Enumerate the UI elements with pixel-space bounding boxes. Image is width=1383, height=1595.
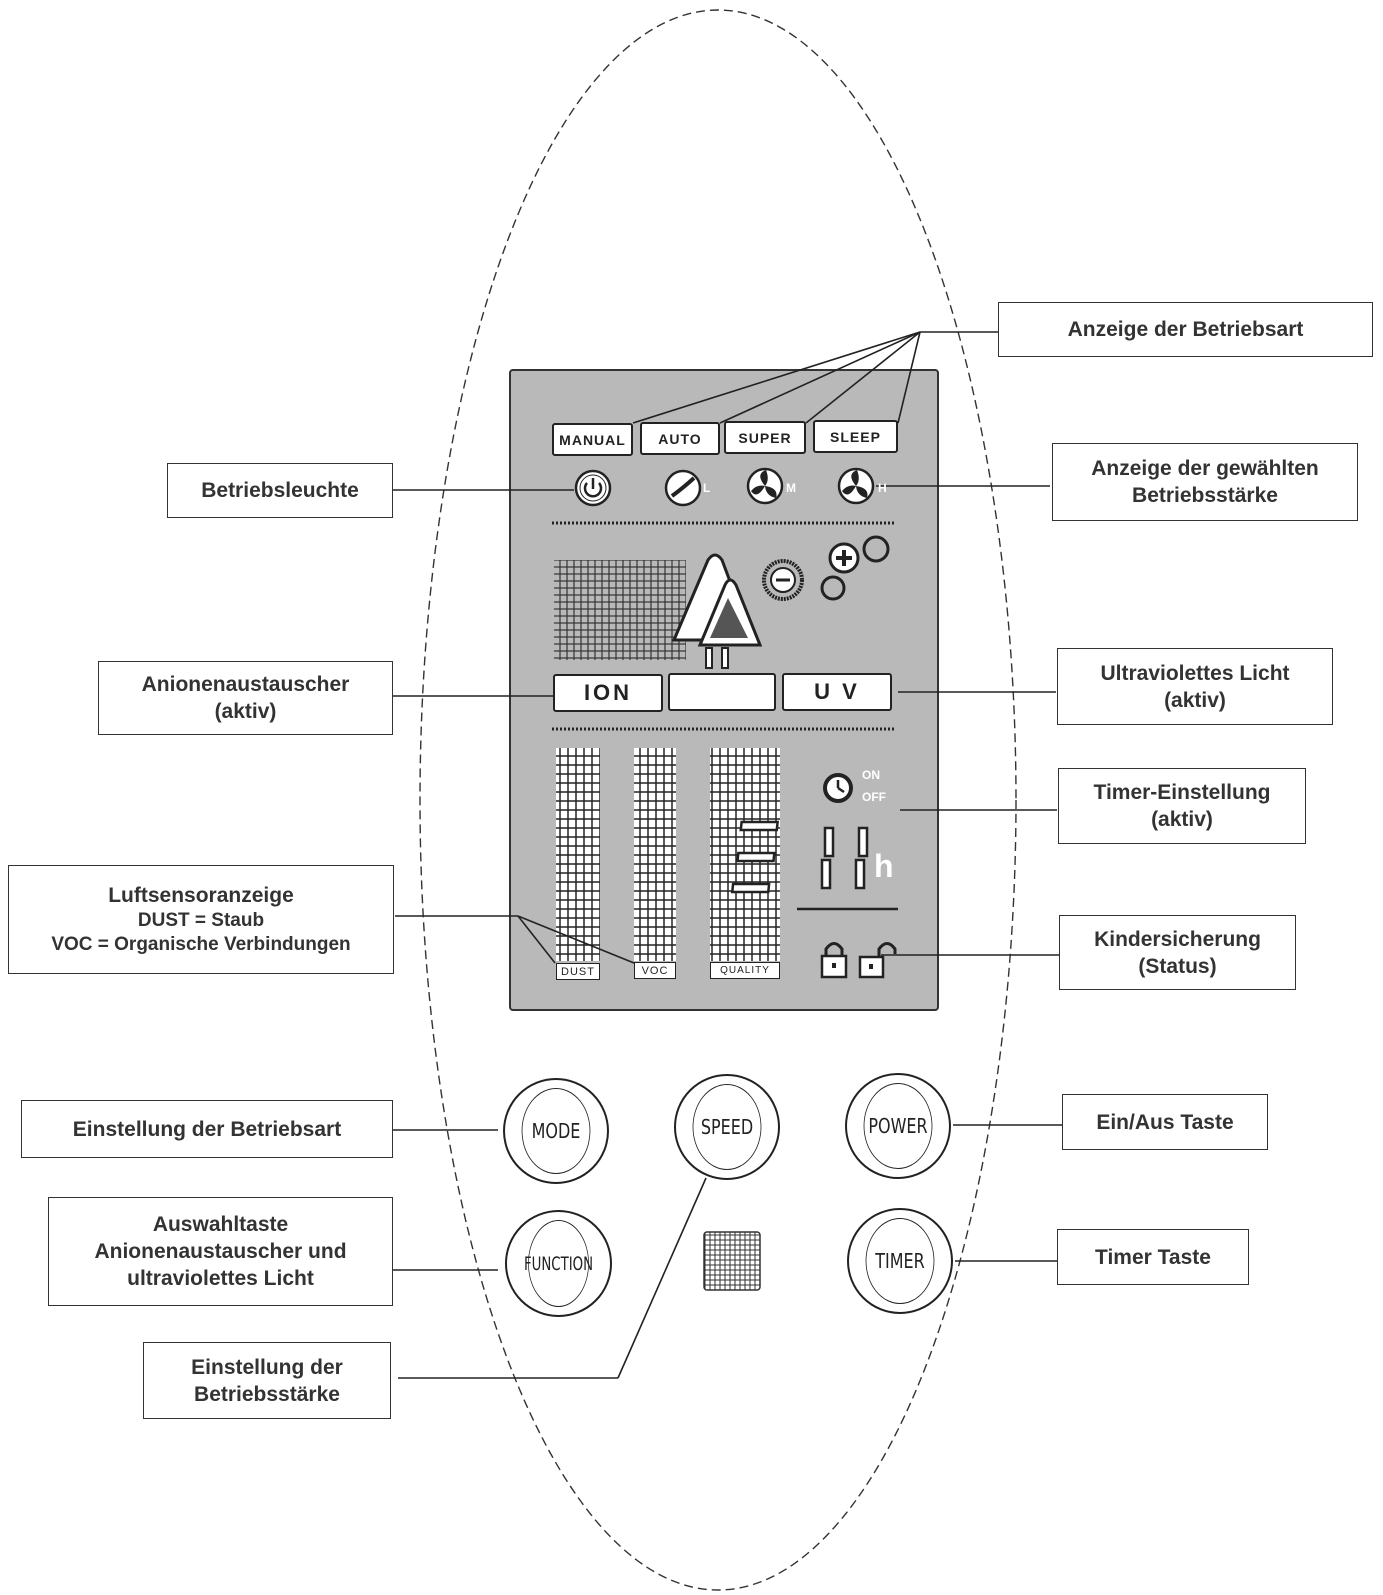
callout-operating-mode-display: Anzeige der Betriebsart [998, 302, 1373, 357]
callout-mode-setting: Einstellung der Betriebsart [21, 1100, 393, 1158]
plus-bubble-icon [828, 542, 860, 574]
timer-digit [730, 820, 869, 894]
dust-label: DUST [556, 963, 600, 980]
voc-bar [634, 748, 676, 961]
callout-timer-setting: Timer-Einstellung (aktiv) [1058, 768, 1306, 844]
callout-child-lock: Kindersicherung (Status) [1059, 915, 1296, 990]
callout-air-sensor: Luftsensoranzeige DUST = Staub VOC = Org… [8, 865, 394, 974]
speed-letter-low: L [703, 481, 711, 495]
fan-medium-icon [746, 467, 784, 505]
bubble-icon [820, 575, 846, 601]
timer-clock-icon [823, 773, 853, 803]
timer-on-label: ON [862, 768, 880, 782]
uv-indicator: U V [782, 673, 892, 711]
power-button[interactable]: POWER [845, 1073, 951, 1179]
minus-bubble-icon [762, 559, 804, 601]
function-button[interactable]: FUNCTION [505, 1210, 612, 1317]
mode-tab-sleep: SLEEP [813, 420, 898, 453]
timer-unit-label: h [874, 848, 894, 884]
voc-label: VOC [634, 962, 676, 979]
device-outline [419, 9, 1017, 1591]
blank-indicator [668, 673, 776, 711]
mode-button[interactable]: MODE [503, 1078, 609, 1184]
ion-dot-matrix [554, 560, 686, 660]
callout-speed-setting: Einstellung der Betriebsstärke [143, 1342, 391, 1419]
timer-off-label: OFF [862, 790, 886, 804]
mode-tab-manual: MANUAL [552, 423, 633, 456]
quality-label: QUALITY [710, 962, 780, 979]
timer-button[interactable]: TIMER [847, 1208, 953, 1314]
speed-letter-medium: M [786, 481, 796, 495]
callout-uv: Ultraviolettes Licht (aktiv) [1057, 648, 1333, 725]
callout-operating-light: Betriebsleuchte [167, 463, 393, 518]
speed-button[interactable]: SPEED [674, 1074, 780, 1180]
leader-lines [393, 331, 1062, 1379]
speed-letter-high: H [878, 481, 887, 495]
ion-indicator: ION [553, 674, 663, 712]
locked-icon [820, 942, 848, 979]
callout-timer-button: Timer Taste [1057, 1229, 1249, 1285]
power-indicator-icon [574, 469, 612, 507]
callout-power-button: Ein/Aus Taste [1062, 1094, 1268, 1150]
ion-tree-icon [671, 553, 763, 669]
unlocked-icon [858, 942, 897, 979]
dust-bar [556, 748, 600, 961]
bubble-icon [862, 535, 890, 563]
callout-select-button: Auswahltaste Anionenaustauscher und ultr… [48, 1197, 393, 1306]
speaker-grill [703, 1231, 761, 1291]
fan-low-icon [664, 469, 702, 507]
callout-anion: Anionenaustauscher (aktiv) [98, 661, 393, 735]
mode-tab-auto: AUTO [640, 422, 720, 455]
callout-speed-display: Anzeige der gewählten Betriebsstärke [1052, 443, 1358, 521]
mode-tab-super: SUPER [724, 421, 806, 454]
fan-high-icon [837, 467, 875, 505]
